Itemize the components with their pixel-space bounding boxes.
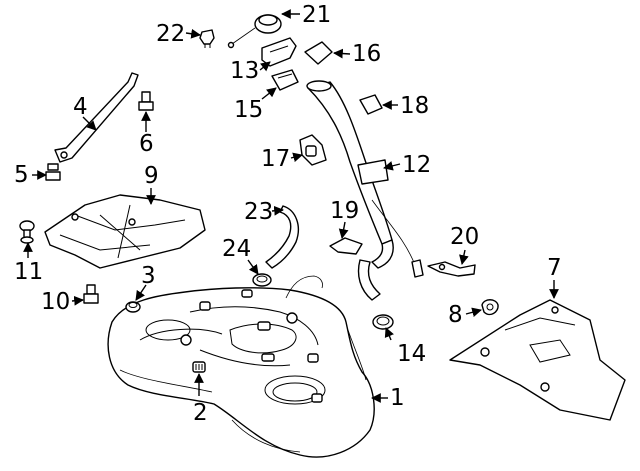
callout-5: 5 <box>14 162 29 188</box>
callout-14: 14 <box>397 341 426 367</box>
fuel-tank <box>107 287 375 458</box>
part-11-clip <box>19 220 35 244</box>
part-12-filler-pipe <box>306 80 424 301</box>
callout-15: 15 <box>234 97 263 123</box>
callout-6: 6 <box>139 131 154 157</box>
callout-19: 19 <box>330 198 359 224</box>
part-9-heat-shield <box>44 194 206 269</box>
part-19-bracket <box>329 237 363 255</box>
callout-17: 17 <box>261 146 290 172</box>
part-16-pad <box>304 41 333 65</box>
part-20-bracket <box>427 261 476 277</box>
part-23-hose <box>265 205 300 269</box>
part-6-bolt <box>138 91 154 111</box>
callout-1: 1 <box>390 385 405 411</box>
part-7-heat-shield <box>449 299 626 421</box>
callout-24: 24 <box>222 236 251 262</box>
callout-7: 7 <box>547 255 562 281</box>
part-10-bolt <box>83 284 99 304</box>
part-17-valve <box>299 134 327 166</box>
callout-13: 13 <box>230 58 259 84</box>
part-24-clamp <box>252 273 272 287</box>
callout-2: 2 <box>193 400 208 426</box>
part-5-bolt <box>45 163 61 181</box>
callout-12: 12 <box>402 152 431 178</box>
part-8-clip <box>481 299 499 316</box>
part-21-fuel-cap <box>227 14 282 49</box>
callout-16: 16 <box>352 41 381 67</box>
callout-22: 22 <box>156 21 185 47</box>
callout-4: 4 <box>73 94 88 120</box>
part-15-clip <box>271 69 299 91</box>
part-14-clamp <box>372 314 394 330</box>
part-18-bracket <box>359 94 383 115</box>
part-3-grommet <box>125 301 141 313</box>
callout-8: 8 <box>448 302 463 328</box>
part-2-clip <box>192 361 206 373</box>
vapor-line <box>285 275 323 299</box>
callout-9: 9 <box>144 163 159 189</box>
callout-23: 23 <box>244 199 273 225</box>
leader-lines <box>23 9 559 403</box>
callout-labels: 1 2 3 4 5 6 7 8 9 10 11 12 13 14 15 16 1… <box>14 2 562 426</box>
callout-10: 10 <box>41 289 70 315</box>
part-22-clip <box>199 29 215 48</box>
callout-18: 18 <box>400 93 429 119</box>
part-4-strap <box>54 72 139 163</box>
callout-3: 3 <box>141 263 156 289</box>
part-13-bracket <box>261 37 297 67</box>
callout-11: 11 <box>14 259 43 285</box>
callout-20: 20 <box>450 224 479 250</box>
callout-21: 21 <box>302 2 331 28</box>
